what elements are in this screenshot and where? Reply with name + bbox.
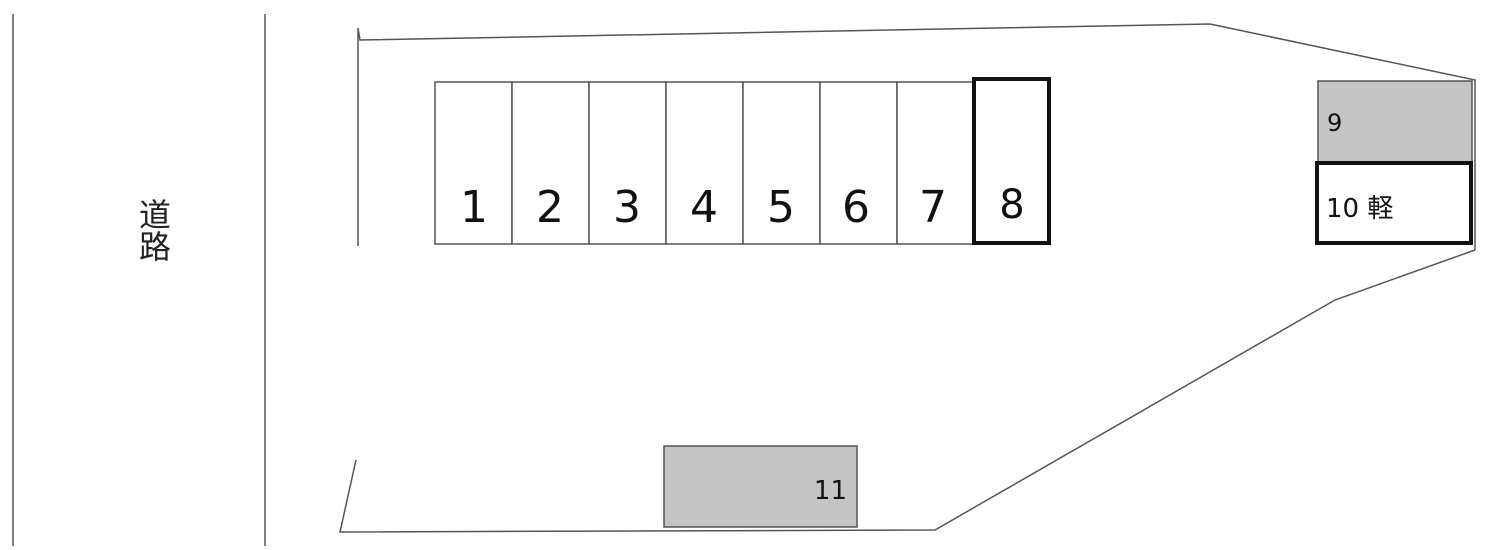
road-label: 道路 — [134, 198, 172, 262]
slot-label: 11 — [814, 476, 847, 506]
parking-slot-10[interactable]: 10 軽 — [1315, 161, 1473, 245]
parking-slot-1[interactable]: 1 — [434, 81, 513, 245]
parking-slot-4[interactable]: 4 — [665, 81, 744, 245]
parking-slot-11[interactable]: 11 — [663, 445, 858, 528]
parking-slot-9[interactable]: 9 — [1317, 80, 1473, 163]
slot-label: 10 軽 — [1326, 194, 1393, 224]
slot-label: 5 — [767, 182, 795, 233]
parking-slot-5[interactable]: 5 — [742, 81, 821, 245]
slot-label: 6 — [842, 182, 870, 233]
parking-slot-2[interactable]: 2 — [511, 81, 590, 245]
slot-label: 9 — [1327, 109, 1342, 137]
parking-slot-6[interactable]: 6 — [819, 81, 898, 245]
slot-label: 1 — [460, 182, 488, 233]
lot-boundary-lower — [339, 249, 1476, 533]
lot-boundary-upper — [357, 23, 1476, 250]
slot-label: 3 — [613, 182, 641, 233]
slot-label: 2 — [536, 182, 564, 233]
slot-label: 8 — [999, 182, 1024, 228]
parking-slot-3[interactable]: 3 — [588, 81, 667, 245]
slot-label: 4 — [690, 182, 718, 233]
slot-label: 7 — [919, 182, 947, 233]
parking-slot-8[interactable]: 8 — [972, 77, 1051, 245]
parking-slot-7[interactable]: 7 — [896, 81, 975, 245]
